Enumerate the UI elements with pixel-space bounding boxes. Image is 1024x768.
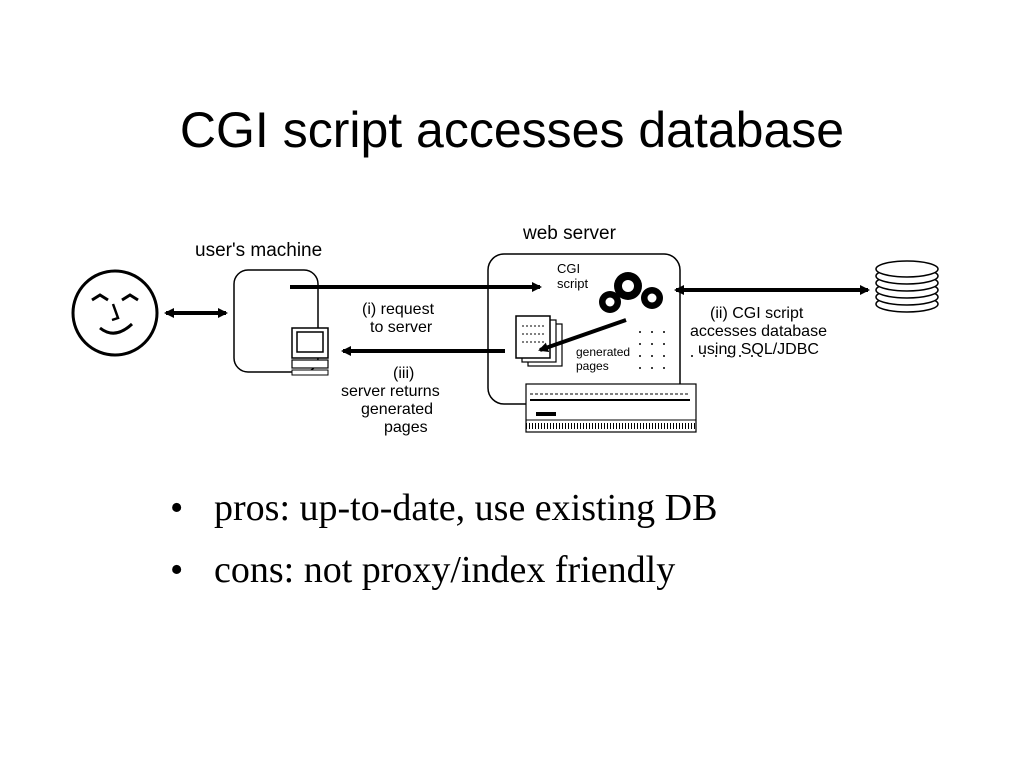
generated-pages-label-line1: generated bbox=[576, 345, 630, 359]
web-server-label: web server bbox=[522, 223, 617, 244]
bullet-text: cons: not proxy/index friendly bbox=[214, 549, 676, 591]
bullet-dot: • bbox=[170, 549, 184, 591]
generated-pages-icon bbox=[515, 315, 563, 367]
database-label-line2: accesses database bbox=[690, 323, 827, 340]
users-machine-label: user's machine bbox=[195, 240, 322, 261]
gears-icon bbox=[599, 272, 663, 313]
returns-label-line3: generated bbox=[361, 401, 433, 418]
bullet-text: pros: up-to-date, use existing DB bbox=[214, 487, 718, 529]
returns-label-line4: pages bbox=[384, 419, 428, 436]
cgi-architecture-diagram: user's machine web server CGI script bbox=[71, 223, 939, 436]
computer-icon bbox=[291, 327, 329, 376]
cgi-script-label-line1: CGI bbox=[557, 261, 580, 276]
database-icon bbox=[875, 260, 939, 313]
user-face-icon bbox=[71, 269, 159, 357]
request-label-line2: to server bbox=[370, 319, 433, 336]
server-hardware-icon bbox=[525, 383, 697, 433]
returns-label-line2: server returns bbox=[341, 383, 440, 400]
generated-pages-label-line2: pages bbox=[576, 359, 609, 373]
request-label-line1: (i) request bbox=[362, 301, 435, 318]
bullet-list: • pros: up-to-date, use existing DB • co… bbox=[170, 484, 717, 608]
cgi-script-label-line2: script bbox=[557, 276, 588, 291]
dotted-grid-decoration bbox=[639, 331, 753, 369]
database-label-line3: using SQL/JDBC bbox=[698, 341, 819, 358]
bullet-item-pros: • pros: up-to-date, use existing DB bbox=[170, 484, 717, 546]
slide-title: CGI script accesses database bbox=[179, 102, 845, 158]
cgi-to-pages-arrow bbox=[538, 318, 627, 353]
bullet-dot: • bbox=[170, 487, 184, 529]
returns-label-line1: (iii) bbox=[393, 365, 414, 382]
database-label-line1: (ii) CGI script bbox=[710, 305, 804, 322]
bullet-item-cons: • cons: not proxy/index friendly bbox=[170, 546, 717, 608]
